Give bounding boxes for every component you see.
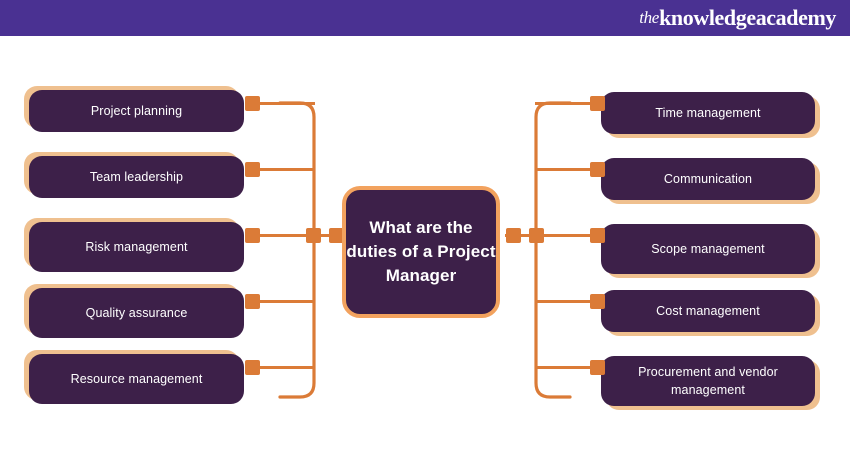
right-node-2-connector-node: [590, 162, 605, 177]
right-node-1-connector-node: [590, 96, 605, 111]
left-node-5-label: Resource management: [70, 371, 203, 386]
right-lead-3: [535, 234, 601, 238]
right-lead-5: [535, 366, 601, 370]
logo-knowledge-text: knowledge: [659, 5, 756, 30]
mind-map-diagram: What are the duties of a Project Manager…: [0, 36, 850, 450]
left-node-5-connector-node: [245, 360, 260, 375]
center-topic-box[interactable]: What are the duties of a Project Manager: [342, 186, 500, 318]
center-left-node: [329, 228, 344, 243]
right-center-stub: [505, 234, 539, 238]
logo-the-text: the: [639, 8, 660, 27]
left-trunk-connector: [278, 100, 318, 400]
left-node-1-connector-node: [245, 96, 260, 111]
left-node-5[interactable]: Resource management: [29, 354, 244, 404]
left-lead-1: [249, 102, 315, 106]
right-node-3[interactable]: Scope management: [601, 224, 815, 274]
left-lead-3: [249, 234, 315, 238]
left-lead-5: [249, 366, 315, 370]
left-lead-4: [249, 300, 315, 304]
right-node-5-label: Procurement and vendor management: [638, 364, 778, 397]
left-node-4-connector-node: [245, 294, 260, 309]
left-node-4-label: Quality assurance: [85, 305, 188, 320]
left-lead-2: [249, 168, 315, 172]
right-node-5[interactable]: Procurement and vendor management: [601, 356, 815, 406]
left-node-3-label: Risk management: [85, 239, 188, 254]
right-trunk-connector: [532, 100, 572, 400]
right-node-5-connector-node: [590, 360, 605, 375]
left-node-3-connector-node: [245, 228, 260, 243]
left-node-4[interactable]: Quality assurance: [29, 288, 244, 338]
left-node-2[interactable]: Team leadership: [29, 156, 244, 198]
left-node-1[interactable]: Project planning: [29, 90, 244, 132]
right-lead-4: [535, 300, 601, 304]
right-node-2-label: Communication: [663, 171, 753, 186]
left-trunk-junction-node: [306, 228, 321, 243]
logo-academy-text: academy: [755, 5, 837, 30]
right-node-4-connector-node: [590, 294, 605, 309]
left-node-3[interactable]: Risk management: [29, 222, 244, 272]
left-node-1-label: Project planning: [90, 103, 183, 118]
right-node-4-label: Cost management: [656, 303, 760, 318]
right-node-4[interactable]: Cost management: [601, 290, 815, 332]
center-right-node: [506, 228, 521, 243]
right-lead-1: [535, 102, 601, 106]
right-trunk-junction-node: [529, 228, 544, 243]
left-center-stub: [311, 234, 345, 238]
left-node-2-connector-node: [245, 162, 260, 177]
right-node-1-label: Time management: [655, 105, 761, 120]
right-node-2[interactable]: Communication: [601, 158, 815, 200]
center-topic-label: What are the duties of a Project Manager: [346, 217, 496, 286]
right-node-3-label: Scope management: [651, 241, 765, 256]
right-node-1[interactable]: Time management: [601, 92, 815, 134]
right-lead-2: [535, 168, 601, 172]
right-node-3-connector-node: [590, 228, 605, 243]
left-node-2-label: Team leadership: [89, 169, 184, 184]
